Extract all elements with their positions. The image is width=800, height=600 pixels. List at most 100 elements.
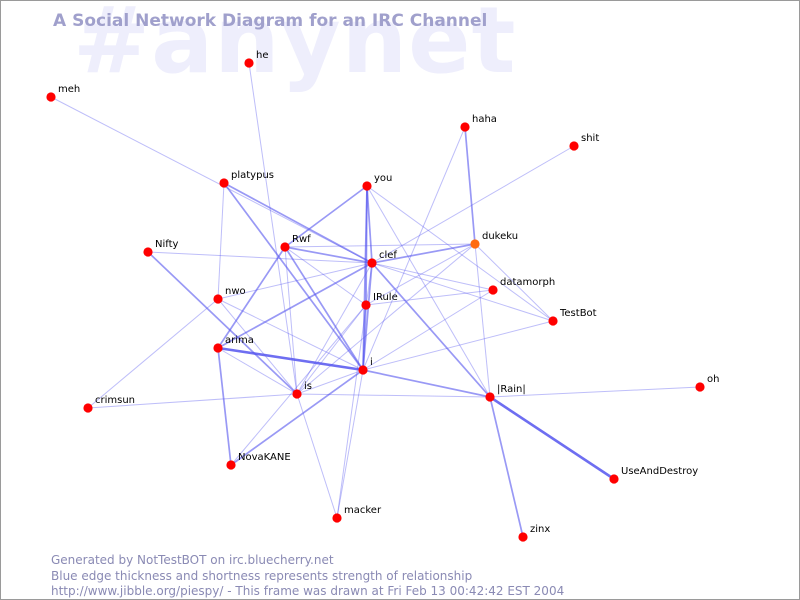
node-dot <box>280 242 290 252</box>
edge-you-TestBot <box>366 185 554 322</box>
node-oh: oh <box>695 374 719 392</box>
edge-platypus-clef <box>223 182 373 264</box>
node-dot <box>244 58 254 68</box>
node-dot <box>518 532 528 542</box>
edge-is-crimsun <box>87 393 298 409</box>
node-nwo: nwo <box>213 286 246 304</box>
node-label: dukeku <box>482 231 518 242</box>
edge-dukeku-Rwf <box>284 243 476 248</box>
node-dot <box>83 403 93 413</box>
edge-Nifty-is <box>147 251 298 395</box>
node-IRule: IRule <box>361 292 398 310</box>
node-label: oh <box>707 374 719 385</box>
node-label: nwo <box>225 286 246 297</box>
edge-nwo-is <box>217 298 298 395</box>
edge-Rwf-IRule <box>284 246 367 306</box>
edge-haha-dukeku <box>464 126 476 245</box>
node-Nifty: Nifty <box>143 239 179 257</box>
edge-i-is <box>296 369 364 395</box>
node-dot <box>213 343 223 353</box>
node-label: TestBot <box>559 308 597 319</box>
node-label: haha <box>472 114 497 125</box>
node-shit: shit <box>569 133 599 151</box>
edge-clef-dukeku <box>371 243 476 264</box>
edge-dukeku-IRule <box>365 243 476 306</box>
node-NovaKANE: NovaKANE <box>226 452 291 470</box>
edge-arima-NovaKANE <box>217 347 232 466</box>
edge-Rain-UseAndDestroy <box>489 395 615 481</box>
edge-he-is <box>248 62 298 395</box>
node-label: is <box>304 381 312 392</box>
edge-Rwf-clef <box>284 246 373 264</box>
node-label: i <box>370 357 373 368</box>
node-label: UseAndDestroy <box>621 466 698 477</box>
edge-clef-is <box>296 262 373 395</box>
node-dot <box>358 365 368 375</box>
node-dot <box>695 382 705 392</box>
edge-clef-arima <box>217 262 373 349</box>
edge-clef-datamorph <box>371 262 494 291</box>
node-haha: haha <box>460 114 497 132</box>
edge-you-Rain <box>366 185 491 398</box>
footer-generated-by: Generated by NotTestBOT on irc.bluecherr… <box>51 553 334 567</box>
node-dot <box>226 460 236 470</box>
edge-clef-TestBot <box>371 262 554 322</box>
edge-dukeku-is <box>296 243 476 395</box>
node-label: meh <box>58 84 80 95</box>
edge-dukeku-TestBot <box>474 243 554 322</box>
edge-IRule-is <box>296 304 367 395</box>
edge-platypus-i <box>223 182 364 371</box>
edge-TestBot-i <box>362 320 554 371</box>
edge-is-macker <box>296 393 338 519</box>
edge-Rwf-arima <box>217 246 286 349</box>
node-macker: macker <box>332 505 382 523</box>
node-dot <box>362 181 372 191</box>
node-label: he <box>256 50 269 61</box>
node-is: is <box>292 381 312 399</box>
edge-oh-Rain <box>489 386 701 398</box>
edge-Nifty-clef <box>147 251 373 264</box>
node-label: Nifty <box>155 239 179 250</box>
node-label: crimsun <box>95 395 135 406</box>
node-Rain: |Rain| <box>485 384 526 402</box>
node-dot <box>143 247 153 257</box>
node-dot <box>609 474 619 484</box>
edge-Rwf-is <box>284 246 298 395</box>
edge-i-NovaKANE <box>230 369 364 466</box>
edge-is-Rain <box>296 393 491 398</box>
node-Rwf: Rwf <box>280 234 311 252</box>
edge-shit-clef <box>371 145 575 264</box>
node-label: clef <box>379 250 397 261</box>
node-dot <box>219 178 229 188</box>
node-clef: clef <box>367 250 397 268</box>
node-label: macker <box>344 505 382 516</box>
edge-haha-i <box>362 126 466 371</box>
node-dot <box>460 122 470 132</box>
edge-platypus-nwo <box>217 182 225 300</box>
node-dot <box>569 141 579 151</box>
node-i: i <box>358 357 373 375</box>
node-label: you <box>374 173 392 184</box>
node-you: you <box>362 173 392 191</box>
node-UseAndDestroy: UseAndDestroy <box>609 466 698 484</box>
edge-IRule-i <box>362 304 367 371</box>
node-dot <box>470 239 480 249</box>
edge-datamorph-i <box>362 289 494 371</box>
edge-dukeku-Rain <box>474 243 491 398</box>
node-dot <box>46 92 56 102</box>
node-label: shit <box>581 133 599 144</box>
node-meh: meh <box>46 84 80 102</box>
node-dot <box>488 285 498 295</box>
edge-Rain-zinx <box>489 396 524 538</box>
edge-IRule-NovaKANE <box>230 304 367 466</box>
node-label: IRule <box>373 292 398 303</box>
edge-you-Rwf <box>284 185 368 248</box>
node-label: datamorph <box>500 277 555 288</box>
footer-info: Generated by NotTestBOT on irc.bluecherr… <box>51 553 564 599</box>
edge-arima-is <box>217 347 298 395</box>
edge-layer <box>50 62 701 538</box>
node-dot <box>485 392 495 402</box>
